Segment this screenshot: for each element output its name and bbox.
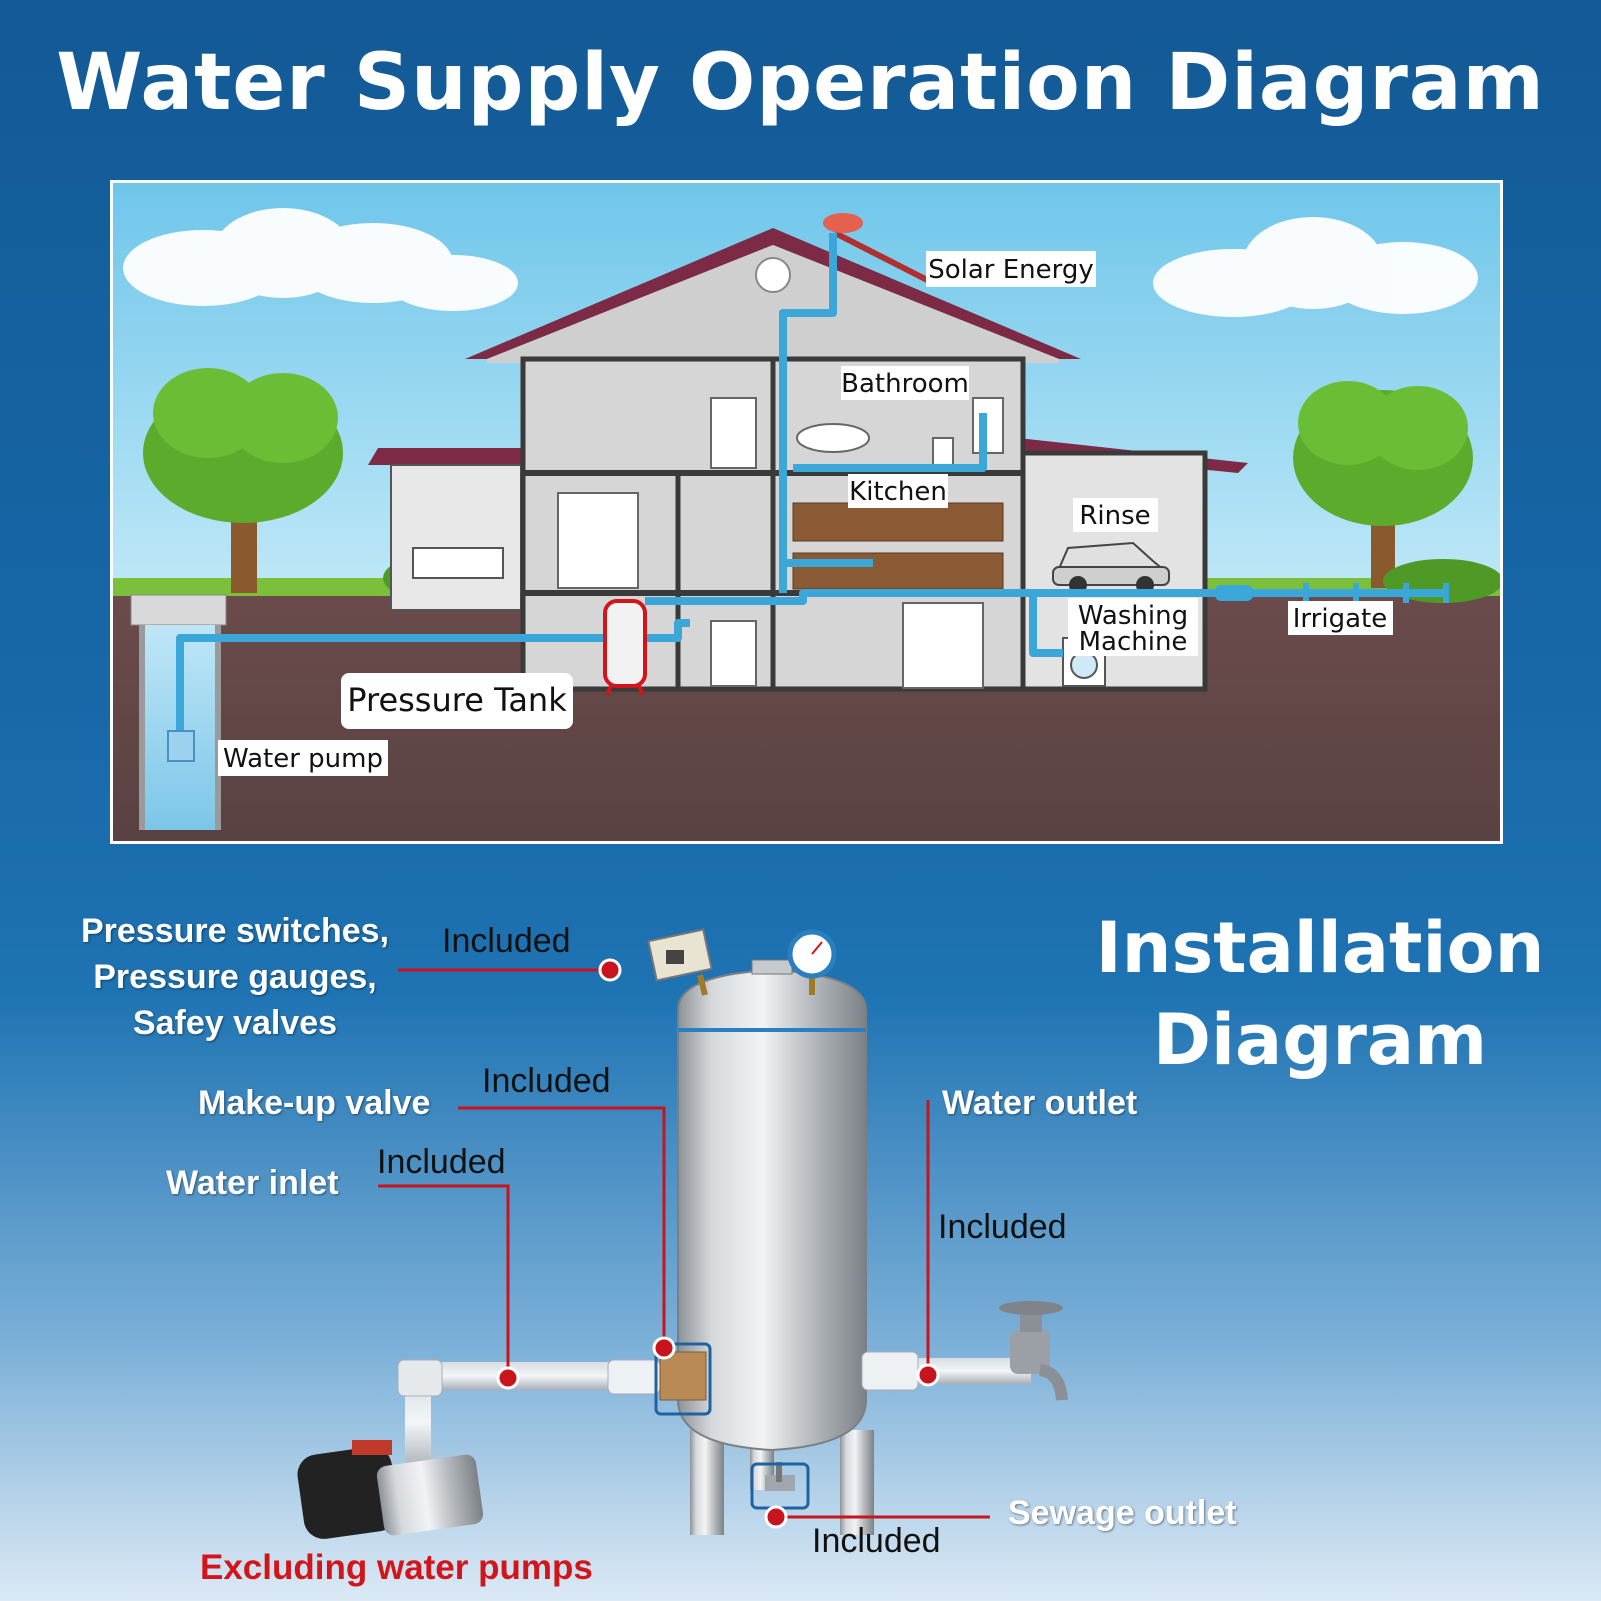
- callout-lines: [378, 968, 990, 1519]
- callout-pressure-line1: Pressure switches,: [80, 912, 390, 950]
- label-irrigate: Irrigate: [1288, 601, 1393, 635]
- svg-text:Water pump: Water pump: [223, 744, 383, 774]
- pressure-gauge-icon: [787, 929, 837, 995]
- svg-text:Washing: Washing: [1078, 601, 1188, 631]
- pressure-tank: [677, 959, 874, 1535]
- well-pump-icon: [167, 730, 195, 762]
- pressure-switch-icon: [647, 928, 713, 996]
- callout-dots: [496, 958, 940, 1529]
- installation-title-line1: Installation: [1095, 907, 1545, 989]
- label-kitchen: Kitchen: [848, 474, 948, 508]
- excluding-water-pumps-label: Excluding water pumps: [200, 1548, 593, 1587]
- label-pressure-tank: Pressure Tank: [341, 673, 573, 729]
- svg-text:Pressure Tank: Pressure Tank: [347, 681, 567, 719]
- callout-pressure-components: Pressure switches, Pressure gauges, Safe…: [60, 908, 410, 1046]
- svg-text:Rinse: Rinse: [1079, 501, 1150, 531]
- solar-heater-icon: [823, 213, 935, 286]
- label-water-pump: Water pump: [218, 740, 388, 776]
- callout-makeup-valve: Make-up valve: [198, 1084, 431, 1122]
- svg-text:Bathroom: Bathroom: [841, 369, 969, 399]
- callout-sewage-outlet: Sewage outlet: [1008, 1494, 1237, 1532]
- included-inlet: Included: [377, 1143, 506, 1181]
- callout-pressure-line2: Pressure gauges,: [93, 958, 377, 996]
- label-bathroom: Bathroom: [841, 366, 969, 400]
- svg-text:Machine: Machine: [1079, 627, 1188, 657]
- outlet-pipe: [861, 1301, 1068, 1401]
- faucet-icon: [999, 1301, 1068, 1401]
- sewage-valve-icon: [765, 1462, 795, 1491]
- house-illustration: Solar Energy Bathroom Kitchen Rinse Wash…: [113, 183, 1500, 841]
- included-outlet: Included: [938, 1208, 1067, 1246]
- annex-left: [368, 448, 533, 611]
- label-solar-energy: Solar Energy: [926, 251, 1096, 287]
- cloud-icon: [1153, 217, 1478, 317]
- tree-icon: [143, 368, 343, 593]
- label-rinse: Rinse: [1073, 498, 1158, 532]
- makeup-valve-highlight: [654, 1342, 712, 1416]
- included-sewage: Included: [812, 1522, 941, 1560]
- included-makeup: Included: [482, 1062, 611, 1100]
- cloud-icon: [123, 208, 518, 311]
- svg-text:Kitchen: Kitchen: [849, 477, 947, 507]
- car-icon: [1052, 541, 1170, 594]
- water-pipes: [176, 233, 1448, 738]
- callout-pressure-line3: Safey valves: [132, 1004, 338, 1042]
- water-pump-icon: [297, 1440, 484, 1539]
- pressure-tank-icon: [603, 599, 647, 696]
- svg-text:Irrigate: Irrigate: [1293, 604, 1387, 634]
- tree-icon: [1293, 381, 1473, 588]
- callout-water-inlet: Water inlet: [166, 1164, 339, 1202]
- callout-water-outlet: Water outlet: [942, 1084, 1138, 1122]
- house-scene: Solar Energy Bathroom Kitchen Rinse Wash…: [110, 180, 1503, 844]
- svg-text:Solar Energy: Solar Energy: [928, 255, 1094, 285]
- main-title: Water Supply Operation Diagram: [56, 38, 1545, 128]
- included-pressure: Included: [442, 922, 571, 960]
- inlet-pipe: [397, 1351, 707, 1470]
- installation-title: Installation Diagram: [1090, 902, 1550, 1086]
- label-washing-machine: Washing Machine: [1068, 598, 1198, 657]
- installation-title-line2: Diagram: [1152, 999, 1488, 1081]
